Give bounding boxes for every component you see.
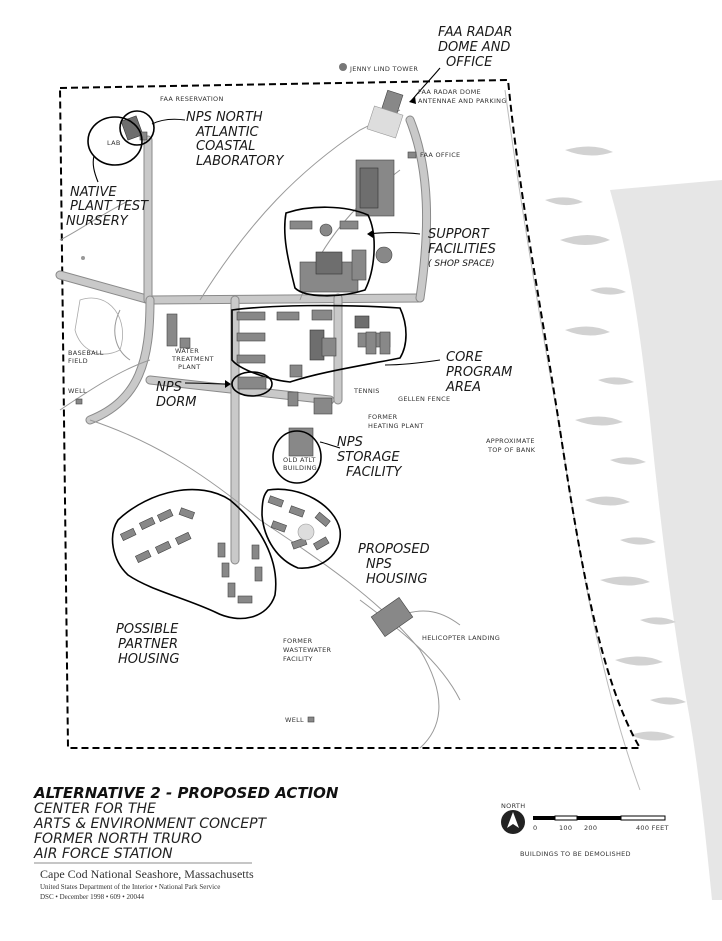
label-nps-housing-2: NPS: [366, 557, 392, 572]
label-helicopter: HELICOPTER LANDING: [422, 634, 500, 642]
label-former-wastewater-2: WASTEWATER: [283, 646, 332, 654]
north-arrow: NORTH: [501, 802, 525, 834]
subtitle-line-1: CENTER FOR THE: [34, 801, 156, 817]
property-boundary: [58, 78, 642, 749]
label-nps-housing-3: HOUSING: [366, 572, 427, 587]
coastal-bluff: [545, 146, 722, 900]
label-nps-housing-1: PROPOSED: [358, 542, 430, 557]
nps-housing-cluster: [261, 488, 341, 569]
label-jenny-lind: JENNY LIND TOWER: [349, 65, 418, 73]
label-nps-storage-1: NPS: [337, 435, 363, 450]
credit-line-2: United States Department of the Interior…: [40, 883, 220, 891]
label-faa-reservation: FAA RESERVATION: [160, 95, 224, 103]
label-partner-housing-3: HOUSING: [118, 652, 179, 667]
baseball-field: [74, 297, 123, 355]
label-faa-radar-3: OFFICE: [446, 55, 493, 70]
label-nps-lab-3: COASTAL: [196, 139, 255, 154]
label-nps-storage-2: STORAGE: [337, 450, 400, 465]
label-nps-storage-3: FACILITY: [346, 465, 403, 480]
label-well-west: WELL: [68, 387, 87, 395]
title-block: ALTERNATIVE 2 - PROPOSED ACTION CENTER F…: [33, 784, 339, 901]
nps-lab-area: [87, 110, 155, 166]
label-nps-lab-4: LABORATORY: [196, 154, 284, 169]
label-native-plant-3: NURSERY: [66, 214, 129, 229]
label-water-treatment-2: TREATMENT: [171, 355, 214, 363]
jenny-lind-tower-marker: [339, 63, 347, 71]
support-facilities-buildings: [283, 159, 395, 297]
label-water-treatment-3: PLANT: [178, 363, 200, 371]
label-support-1: SUPPORT: [428, 227, 490, 242]
label-support-2: FACILITIES: [428, 242, 496, 257]
label-nps-dorm-2: DORM: [156, 395, 197, 410]
label-nps-dorm-1: NPS: [156, 380, 182, 395]
label-former-wastewater-1: FORMER: [283, 637, 313, 645]
label-core-1: CORE: [446, 350, 483, 365]
label-old-atlt-2: BUILDING: [283, 464, 317, 472]
label-partner-housing-2: PARTNER: [118, 637, 178, 652]
demolish-legend: BUILDINGS TO BE DEMOLISHED: [520, 850, 631, 858]
label-partner-housing-1: POSSIBLE: [116, 622, 179, 637]
scale-bar: 0 100 200 400 FEET: [533, 815, 669, 832]
label-core-3: AREA: [445, 380, 481, 395]
label-former-heating-2: HEATING PLANT: [368, 422, 424, 430]
leader-lines: [92, 67, 441, 449]
label-approx-bank-2: TOP OF BANK: [487, 446, 536, 454]
label-lab: LAB: [107, 139, 121, 147]
scale-tick-200: 200: [584, 824, 597, 832]
partner-housing-cluster: [111, 488, 277, 620]
label-native-plant-1: NATIVE: [70, 185, 117, 200]
label-former-wastewater-3: FACILITY: [283, 655, 313, 663]
label-old-atlt-1: OLD ATLT: [283, 456, 316, 464]
map-title: ALTERNATIVE 2 - PROPOSED ACTION: [33, 784, 339, 802]
label-gellen-fence: GELLEN FENCE: [398, 395, 450, 403]
label-tennis: TENNIS: [353, 387, 380, 395]
label-faa-dome-parking-2: ANTENNAE AND PARKING: [418, 97, 507, 105]
label-faa-dome-parking-1: FAA RADAR DOME: [418, 88, 481, 96]
label-faa-radar-2: DOME AND: [438, 40, 510, 55]
label-well-south: WELL: [285, 716, 304, 724]
scale-tick-100: 100: [559, 824, 572, 832]
label-faa-office: FAA OFFICE: [420, 151, 460, 159]
scale-tick-400: 400 FEET: [636, 824, 669, 832]
label-baseball-2: FIELD: [68, 357, 88, 365]
north-label: NORTH: [501, 802, 525, 810]
label-core-2: PROGRAM: [446, 365, 512, 380]
label-faa-radar-1: FAA RADAR: [438, 25, 513, 40]
small-annotations: JENNY LIND TOWER FAA RESERVATION FAA RAD…: [68, 65, 536, 724]
road-network: [55, 115, 432, 565]
feature-labels: FAA RADAR DOME AND OFFICE NPS NORTH ATLA…: [66, 25, 513, 667]
core-program-buildings: [231, 304, 407, 383]
scale-tick-0: 0: [533, 824, 537, 832]
credit-line-3: DSC • December 1998 • 609 • 20044: [40, 893, 144, 901]
faa-radar-area: [366, 89, 417, 159]
top-of-bank-line: [504, 89, 641, 791]
label-baseball-1: BASEBALL: [68, 349, 104, 357]
subtitle-line-2: ARTS & ENVIRONMENT CONCEPT: [33, 816, 268, 832]
label-water-treatment-1: WATER: [175, 347, 199, 355]
subtitle-line-4: AIR FORCE STATION: [33, 846, 173, 862]
label-nps-lab-1: NPS NORTH: [186, 110, 263, 125]
label-nps-lab-2: ATLANTIC: [195, 125, 260, 140]
label-native-plant-2: PLANT TEST: [70, 199, 149, 214]
label-former-heating-1: FORMER: [368, 413, 398, 421]
misc-buildings: [75, 256, 414, 723]
label-approx-bank-1: APPROXIMATE: [486, 437, 535, 445]
subtitle-line-3: FORMER NORTH TRURO: [34, 831, 202, 847]
credit-line-1: Cape Cod National Seashore, Massachusett…: [40, 867, 254, 881]
label-support-3: ( SHOP SPACE): [428, 259, 495, 269]
legend-note: BUILDINGS TO BE DEMOLISHED: [520, 850, 631, 858]
